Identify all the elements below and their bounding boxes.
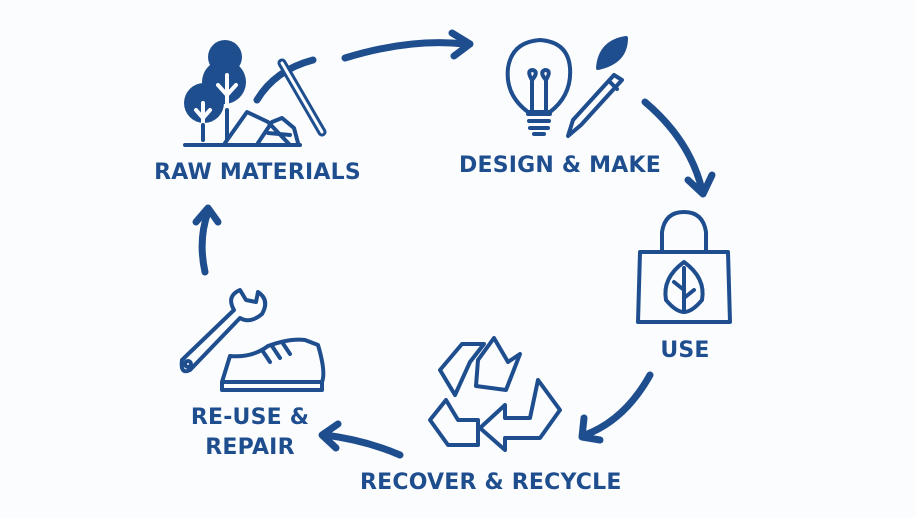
arrow-recycle-to-repair	[318, 420, 404, 459]
stage-label-use: USE	[660, 338, 710, 363]
lightbulb-pencil-leaf-icon	[505, 36, 628, 138]
eco-bag-icon	[636, 210, 732, 324]
trees-rocks-pickaxe-icon	[183, 40, 327, 147]
stage-label-reuse-line1: RE-USE &	[190, 405, 310, 430]
wrench-shoe-icon	[179, 288, 326, 392]
stage-label-raw-materials: RAW MATERIALS	[154, 160, 361, 185]
arrow-raw-to-design	[341, 29, 474, 62]
arrow-repair-to-raw	[192, 204, 222, 276]
stage-label-design-make: DESIGN & MAKE	[459, 153, 661, 178]
arrow-use-to-recycle	[578, 371, 654, 444]
arrow-design-to-use	[641, 98, 716, 198]
stage-label-reuse-line2: REPAIR	[205, 435, 295, 460]
recycle-icon	[428, 336, 562, 452]
stage-label-recover-recycle: RECOVER & RECYCLE	[360, 470, 622, 495]
